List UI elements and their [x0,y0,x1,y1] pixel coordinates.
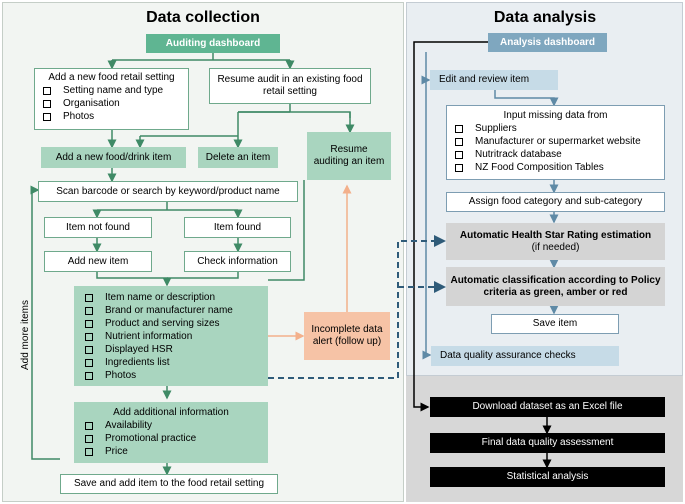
data-collection-title: Data collection [146,9,260,26]
missing-heading: Input missing data from [503,110,608,121]
checkbox-icon [43,99,51,108]
checkbox-icon [85,345,93,354]
add-retail-setting-box[interactable]: Add a new food retail setting Setting na… [34,68,189,130]
additional-info-box[interactable]: Add additional information Availability … [74,402,268,463]
check-information-box[interactable]: Check information [184,251,291,272]
auditing-dashboard[interactable]: Auditing dashboard [146,34,280,53]
list-item: Setting name and type [43,84,180,97]
checkbox-icon [455,163,463,172]
checkbox-icon [85,306,93,315]
save-item-box[interactable]: Save item [491,314,619,334]
checkbox-icon [85,434,93,443]
checkbox-icon [455,150,463,159]
stats-label: Statistical analysis [506,471,589,482]
add-setting-heading: Add a new food retail setting [48,72,175,83]
list-item: Displayed HSR [85,343,257,356]
hsr-label: Automatic Health Star Rating estimation [459,229,652,241]
list-item: Nutrient information [85,330,257,343]
checkbox-icon [85,332,93,341]
resume-item-label: Resume auditing an item [313,144,385,167]
incomplete-data-alert[interactable]: Incomplete data alert (follow up) [304,312,390,360]
add-new-label: Add new item [67,255,129,267]
item-found-box[interactable]: Item found [184,217,291,238]
save-add-label: Save and add item to the food retail set… [73,478,265,489]
not-found-label: Item not found [66,221,130,233]
add-more-items-label: Add more items [20,299,31,371]
auditing-dashboard-label: Auditing dashboard [165,37,261,49]
save-add-item-box[interactable]: Save and add item to the food retail set… [60,474,278,494]
analysis-dashboard[interactable]: Analysis dashboard [488,33,607,52]
checkbox-icon [85,358,93,367]
edit-review-item-box[interactable]: Edit and review item [430,70,558,90]
list-item: Organisation [43,97,180,110]
data-analysis-title: Data analysis [493,9,597,26]
statistical-analysis-box[interactable]: Statistical analysis [430,467,665,487]
assign-category-box[interactable]: Assign food category and sub-category [446,192,665,212]
list-item: NZ Food Composition Tables [455,161,656,174]
checkbox-icon [85,421,93,430]
assign-label: Assign food category and sub-category [468,196,643,207]
scan-label: Scan barcode or search by keyword/produc… [56,185,280,197]
classification-label: Automatic classification according to Po… [450,274,661,298]
checkbox-icon [85,447,93,456]
list-item: Photos [43,110,180,123]
resume-auditing-item-box[interactable]: Resume auditing an item [307,132,391,180]
delete-item-label: Delete an item [205,151,271,163]
add-food-label: Add a new food/drink item [55,151,172,163]
list-item: Suppliers [455,122,656,135]
analysis-dashboard-label: Analysis dashboard [499,36,596,48]
list-item: Item name or description [85,291,257,304]
qa-checks-box[interactable]: Data quality assurance checks [431,346,619,366]
hsr-estimation-box[interactable]: Automatic Health Star Rating estimation … [446,223,665,260]
list-item: Nutritrack database [455,148,656,161]
list-item: Brand or manufacturer name [85,304,257,317]
list-item: Manufacturer or supermarket website [455,135,656,148]
list-item: Ingredients list [85,356,257,369]
checkbox-icon [85,293,93,302]
list-item: Photos [85,369,257,382]
found-label: Item found [213,221,262,233]
check-info-label: Check information [197,255,278,267]
download-excel-box[interactable]: Download dataset as an Excel file [430,397,665,417]
qa-label: Data quality assurance checks [440,350,576,361]
checkbox-icon [455,137,463,146]
checkbox-icon [85,371,93,380]
list-item: Availability [85,419,257,432]
incomplete-label: Incomplete data alert (follow up) [311,324,383,347]
list-item: Product and serving sizes [85,317,257,330]
delete-item-box[interactable]: Delete an item [198,147,278,168]
resume-audit-box[interactable]: Resume audit in an existing food retail … [209,68,371,104]
checkbox-icon [455,124,463,133]
additional-heading: Add additional information [113,407,229,418]
data-analysis-panel [406,2,683,376]
resume-audit-label: Resume audit in an existing food retail … [217,74,363,97]
item-details-box[interactable]: Item name or description Brand or manufa… [74,286,268,386]
list-item: Promotional practice [85,432,257,445]
list-item: Price [85,445,257,458]
auto-classification-box[interactable]: Automatic classification according to Po… [446,267,665,306]
scan-search-box[interactable]: Scan barcode or search by keyword/produc… [38,181,298,202]
final-qa-label: Final data quality assessment [481,437,614,448]
edit-review-label: Edit and review item [439,74,530,85]
item-not-found-box[interactable]: Item not found [44,217,152,238]
missing-data-box[interactable]: Input missing data from Suppliers Manufa… [446,105,665,180]
download-label: Download dataset as an Excel file [472,401,623,412]
hsr-note: (if needed) [531,241,580,253]
add-food-item-box[interactable]: Add a new food/drink item [41,147,186,168]
checkbox-icon [43,86,51,95]
add-new-item-box[interactable]: Add new item [44,251,152,272]
checkbox-icon [43,112,51,121]
checkbox-icon [85,319,93,328]
save-item-label: Save item [532,318,578,329]
final-qa-box[interactable]: Final data quality assessment [430,433,665,453]
